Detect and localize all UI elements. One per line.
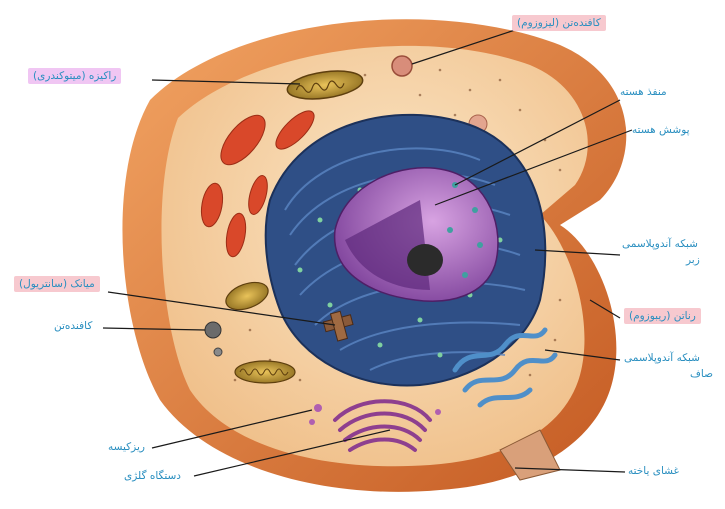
highlight-ribosome-term: رناتن (ریبوزوم) (624, 308, 701, 324)
highlight-lysosome-term: کافنده‌تن (لیزوزوم) (512, 15, 606, 31)
nucleolus (407, 244, 443, 276)
label-centriole: میانک (سانتریول) (14, 278, 100, 291)
label-rough-er-line2: زبر (686, 254, 700, 267)
label-smooth-er-line1: شبکه آندوپلاسمی (624, 352, 700, 365)
label-golgi: دستگاه گلژی (124, 470, 181, 483)
highlight-mitochondria-term: راکیزه (میتوکندری) (28, 68, 121, 84)
label-ribosome: رناتن (ریبوزوم) (624, 310, 701, 323)
label-cell-membrane: غشای یاخته (628, 465, 679, 478)
label-nuclear-pore: منفذ هسته (620, 86, 667, 99)
label-mitochondria: راکیزه (میتوکندری) (28, 70, 121, 83)
lysosome-top (392, 56, 412, 76)
highlight-centriole-term: میانک (سانتریول) (14, 276, 100, 292)
label-lysosome-small: کافنده‌تن (54, 320, 92, 333)
mitochondrion-bottom (235, 361, 295, 383)
label-lysosome: کافنده‌تن (لیزوزوم) (512, 17, 606, 30)
label-smooth-er-line2: صاف (690, 368, 713, 381)
label-vesicle: ریزکیسه (108, 441, 145, 454)
label-nuclear-envelope: پوشش هسته (632, 124, 690, 137)
lysosome-left (205, 322, 221, 338)
label-rough-er-line1: شبکه آندوپلاسمی (622, 238, 698, 251)
